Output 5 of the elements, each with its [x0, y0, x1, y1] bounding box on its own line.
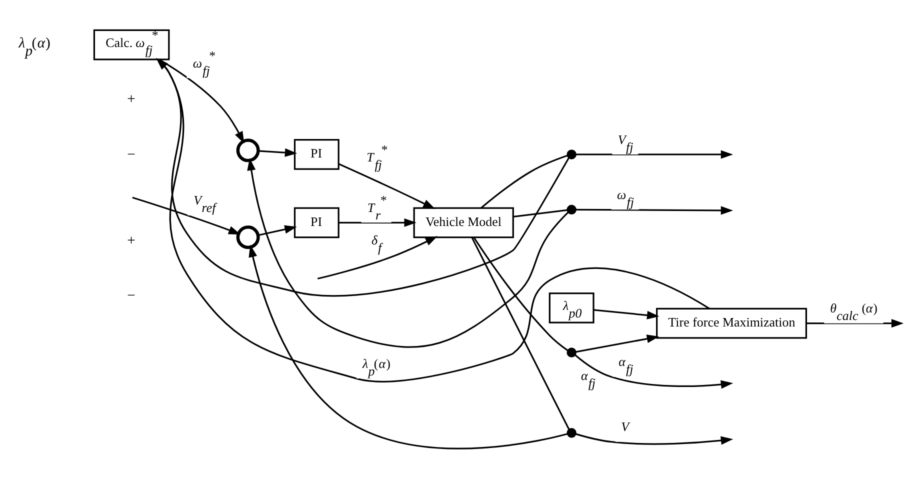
label: +: [127, 92, 136, 108]
label: −: [127, 146, 136, 163]
label: −: [127, 288, 136, 304]
edge-label: V: [621, 419, 630, 434]
label: +: [127, 232, 136, 249]
